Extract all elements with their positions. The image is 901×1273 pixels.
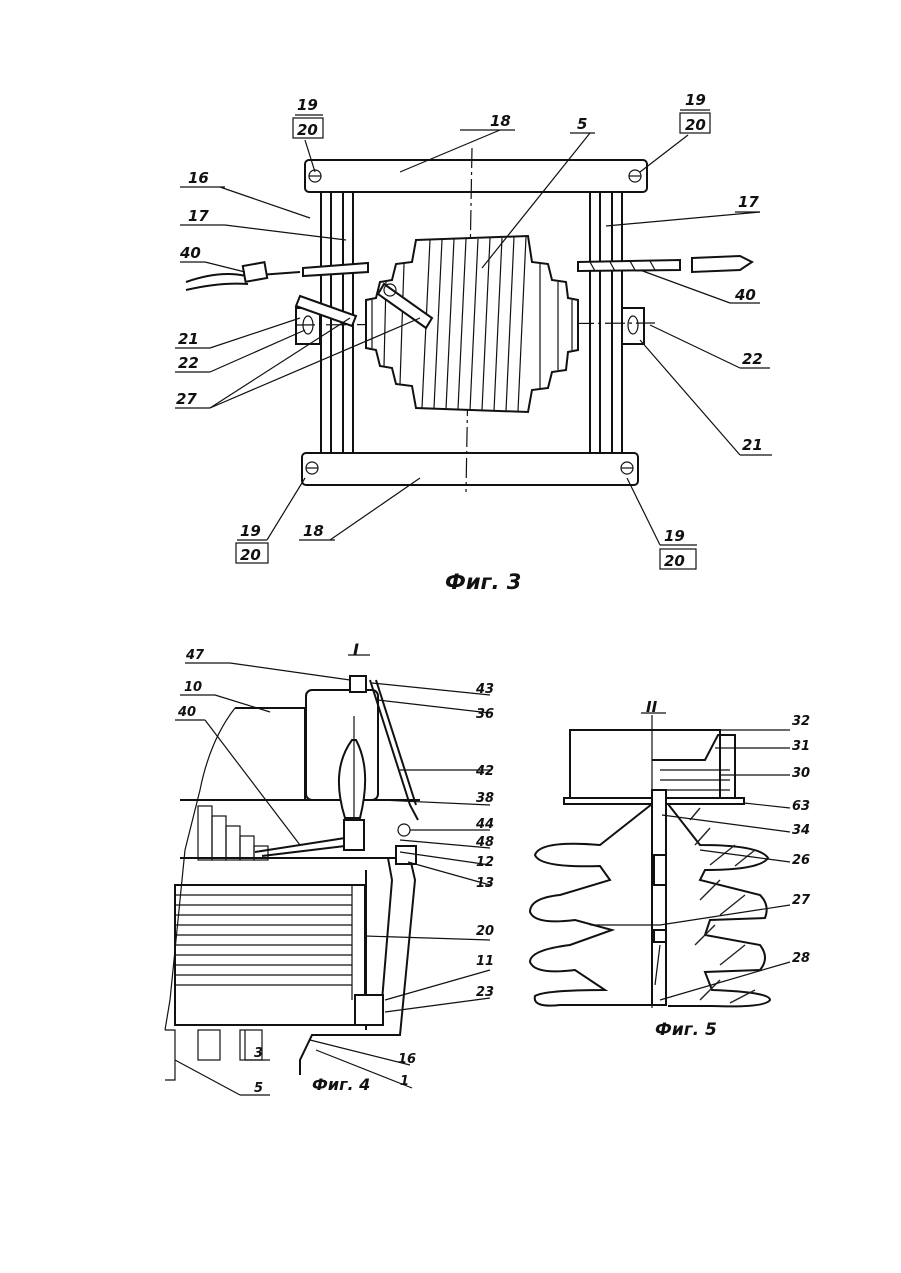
label-20-right: 20 bbox=[685, 116, 706, 134]
label-40-left: 40 bbox=[179, 244, 201, 262]
label-20-left: 20 bbox=[297, 121, 318, 139]
figure-5-caption: Фиг. 5 bbox=[655, 1020, 717, 1040]
label-26: 26 bbox=[792, 853, 810, 868]
right-rod-inner bbox=[590, 192, 600, 453]
left-rod-outer bbox=[321, 192, 331, 453]
label-19-right: 19 bbox=[685, 91, 706, 109]
label-16: 16 bbox=[188, 169, 209, 187]
section-mark-I: I bbox=[353, 640, 359, 659]
right-rod-outer bbox=[612, 192, 622, 453]
label-20-bottom-left: 20 bbox=[240, 546, 261, 564]
label-48: 48 bbox=[475, 835, 494, 850]
label-34: 34 bbox=[792, 823, 810, 838]
label-10: 10 bbox=[184, 680, 202, 695]
cap bbox=[570, 730, 720, 798]
right-connector bbox=[692, 256, 752, 272]
figure-3-caption: Фиг. 3 bbox=[445, 570, 521, 594]
label-23: 23 bbox=[476, 985, 494, 1000]
label-43: 43 bbox=[475, 682, 494, 697]
insulator-hatching bbox=[690, 808, 755, 1003]
figure-5 bbox=[530, 715, 770, 1008]
label-20: 20 bbox=[476, 924, 494, 939]
label-13: 13 bbox=[476, 876, 494, 891]
figure-3 bbox=[186, 148, 752, 492]
label-63: 63 bbox=[792, 799, 810, 814]
label-12: 12 bbox=[476, 855, 494, 870]
label-5: 5 bbox=[577, 115, 587, 133]
left-plate bbox=[303, 263, 368, 276]
label-40: 40 bbox=[177, 705, 196, 720]
label-5: 5 bbox=[254, 1081, 263, 1096]
label-28: 28 bbox=[792, 951, 810, 966]
figure-4-caption: Фиг. 4 bbox=[312, 1075, 370, 1094]
label-38: 38 bbox=[476, 791, 494, 806]
lower-blocks bbox=[198, 1030, 262, 1060]
insulator-sheds bbox=[530, 804, 652, 1006]
label-27: 27 bbox=[792, 893, 811, 908]
figure-4 bbox=[165, 676, 420, 1080]
label-44: 44 bbox=[475, 817, 494, 832]
label-22-left: 22 bbox=[178, 354, 199, 372]
label-19-left: 19 bbox=[297, 96, 318, 114]
label-21-right: 21 bbox=[742, 436, 763, 454]
label-16: 16 bbox=[398, 1052, 416, 1067]
label-11: 11 bbox=[476, 954, 494, 969]
label-22-right: 22 bbox=[742, 350, 763, 368]
label-47: 47 bbox=[185, 648, 205, 663]
side-wall bbox=[300, 858, 415, 1075]
label-42: 42 bbox=[475, 764, 494, 779]
label-1: 1 bbox=[400, 1074, 409, 1089]
label-3: 3 bbox=[254, 1046, 263, 1061]
top-crossbar bbox=[305, 160, 647, 192]
label-20-bottom-right: 20 bbox=[664, 552, 685, 570]
right-plate bbox=[578, 260, 680, 271]
label-30: 30 bbox=[792, 766, 810, 781]
label-27: 27 bbox=[176, 390, 197, 408]
label-36: 36 bbox=[476, 707, 494, 722]
label-18-top: 18 bbox=[490, 112, 511, 130]
label-19-bottom-left: 19 bbox=[240, 522, 261, 540]
center-rod bbox=[652, 790, 666, 1005]
coil-winding bbox=[366, 236, 578, 412]
left-cable bbox=[186, 272, 300, 282]
bottom-crossbar bbox=[302, 453, 638, 485]
label-17-left: 17 bbox=[188, 207, 209, 225]
label-17-right: 17 bbox=[738, 193, 759, 211]
label-32: 32 bbox=[792, 714, 810, 729]
label-18-bottom: 18 bbox=[303, 522, 324, 540]
label-19-bottom-right: 19 bbox=[664, 527, 685, 545]
label-40-right: 40 bbox=[734, 286, 756, 304]
label-21-left: 21 bbox=[178, 330, 199, 348]
right-bracket bbox=[622, 308, 644, 344]
label-31: 31 bbox=[792, 739, 810, 754]
